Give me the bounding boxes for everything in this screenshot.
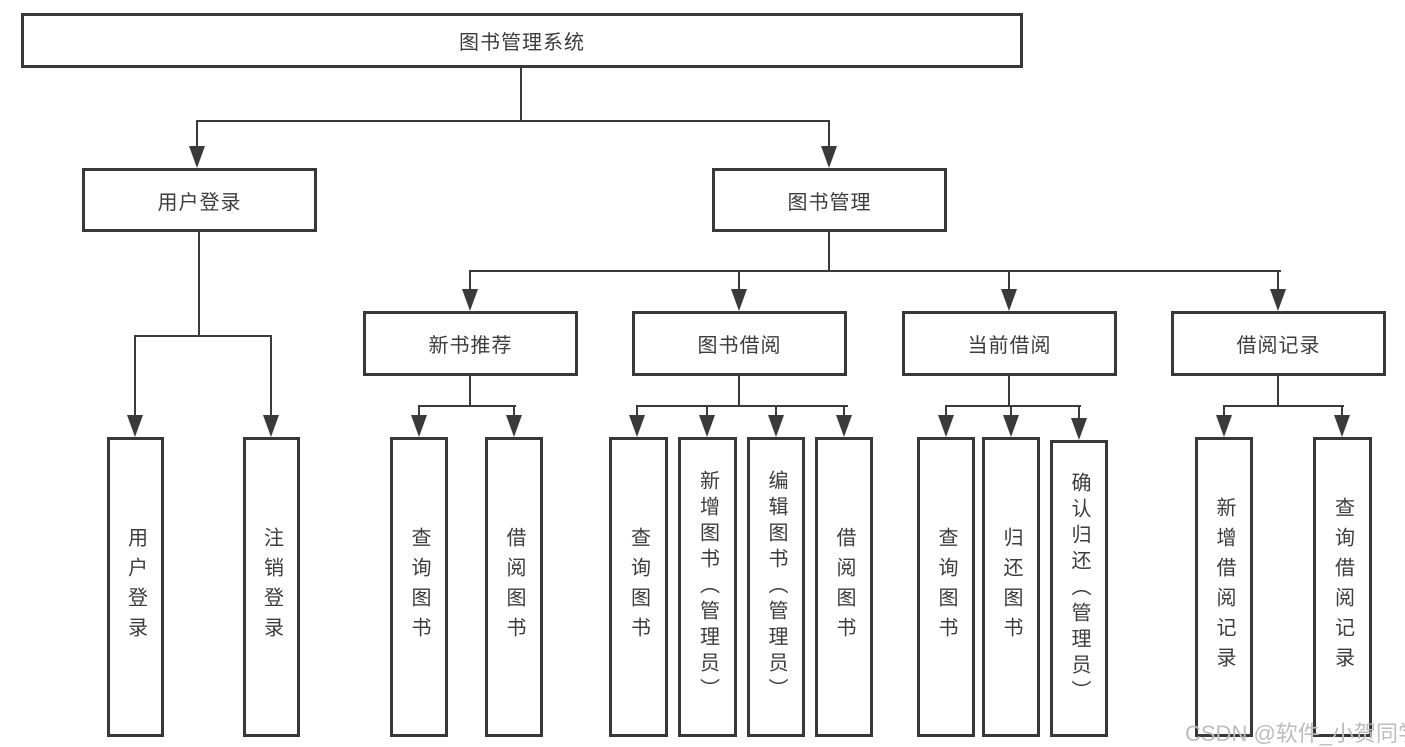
arrow-down-icon: [821, 146, 837, 168]
arrow-down-icon: [1270, 289, 1286, 311]
arrow-down-icon: [836, 415, 852, 437]
leaf-query-books-recommend: 查询图书: [390, 437, 448, 737]
csdn-watermark: CSDN @软件_小贺同学: [1185, 721, 1405, 746]
edge-borrow-records-bar: [1223, 405, 1344, 407]
edge-leaf: [636, 405, 638, 417]
leaf-return-books: 归还图书: [982, 437, 1040, 737]
edge-book-management-stem: [828, 232, 830, 272]
edge-book-borrow-stem: [738, 376, 740, 407]
arrow-down-icon: [1001, 289, 1017, 311]
edge-current-borrow-stem: [1008, 376, 1010, 407]
edge-leaf: [1223, 405, 1225, 417]
edge-root-stem: [520, 68, 522, 122]
leaf-query-borrow-record: 查询借阅记录: [1313, 437, 1372, 737]
arrow-down-icon: [506, 415, 522, 437]
arrow-down-icon: [263, 415, 279, 437]
leaf-user-login: 用户登录: [107, 437, 164, 737]
arrow-down-icon: [938, 415, 954, 437]
edge-to-new-book-recommend: [469, 270, 471, 291]
leaf-query-books-current: 查询图书: [917, 437, 975, 737]
edge-leaf: [513, 405, 515, 417]
edge-to-user-login-leaf: [134, 335, 136, 417]
edge-root-bar: [196, 120, 830, 122]
edge-leaf: [843, 405, 845, 417]
edge-to-user-login: [196, 120, 198, 148]
node-borrow-records: 借阅记录: [1171, 311, 1386, 376]
arrow-down-icon: [189, 146, 205, 168]
edge-borrow-records-stem: [1277, 376, 1279, 407]
edge-to-borrow-records: [1277, 270, 1279, 291]
edge-leaf: [418, 405, 420, 417]
edge-new-book-bar: [418, 405, 516, 407]
edge-leaf: [945, 405, 947, 417]
node-library-management-system: 图书管理系统: [21, 13, 1023, 68]
edge-leaf: [1010, 405, 1012, 417]
edge-book-borrow-bar: [636, 405, 848, 407]
node-new-book-recommend: 新书推荐: [363, 311, 578, 376]
edge-current-borrow-bar: [945, 405, 1081, 407]
leaf-borrow-books: 借阅图书: [815, 437, 873, 737]
arrow-down-icon: [1334, 415, 1350, 437]
arrow-down-icon: [1003, 415, 1019, 437]
edge-leaf: [1341, 405, 1343, 417]
edge-leaf: [775, 405, 777, 417]
edge-book-management-bar: [469, 270, 1281, 272]
edge-new-book-stem: [469, 376, 471, 407]
leaf-add-books-admin: 新增图书（管理员）: [678, 437, 737, 737]
edge-leaf: [1078, 405, 1080, 420]
arrow-down-icon: [127, 415, 143, 437]
edge-to-logout-leaf: [270, 335, 272, 417]
leaf-add-borrow-record: 新增借阅记录: [1195, 437, 1253, 737]
arrow-down-icon: [699, 415, 715, 437]
edge-leaf: [706, 405, 708, 417]
arrow-down-icon: [1071, 418, 1087, 440]
node-book-borrow: 图书借阅: [632, 311, 847, 376]
leaf-query-books-borrow: 查询图书: [609, 437, 668, 737]
arrow-down-icon: [629, 415, 645, 437]
arrow-down-icon: [462, 289, 478, 311]
edge-user-login-bar: [134, 335, 272, 337]
arrow-down-icon: [731, 289, 747, 311]
leaf-borrow-books-recommend: 借阅图书: [485, 437, 543, 737]
arrow-down-icon: [411, 415, 427, 437]
edge-to-current-borrow: [1008, 270, 1010, 291]
node-current-borrow: 当前借阅: [902, 311, 1117, 376]
node-user-login: 用户登录: [82, 168, 317, 232]
leaf-confirm-return-admin: 确认归还（管理员）: [1050, 440, 1108, 737]
edge-to-book-borrow: [738, 270, 740, 291]
arrow-down-icon: [768, 415, 784, 437]
leaf-edit-books-admin: 编辑图书（管理员）: [747, 437, 805, 737]
leaf-logout: 注销登录: [243, 437, 300, 737]
node-book-management: 图书管理: [712, 168, 947, 232]
edge-to-book-management: [828, 120, 830, 148]
arrow-down-icon: [1216, 415, 1232, 437]
edge-user-login-stem: [198, 232, 200, 337]
